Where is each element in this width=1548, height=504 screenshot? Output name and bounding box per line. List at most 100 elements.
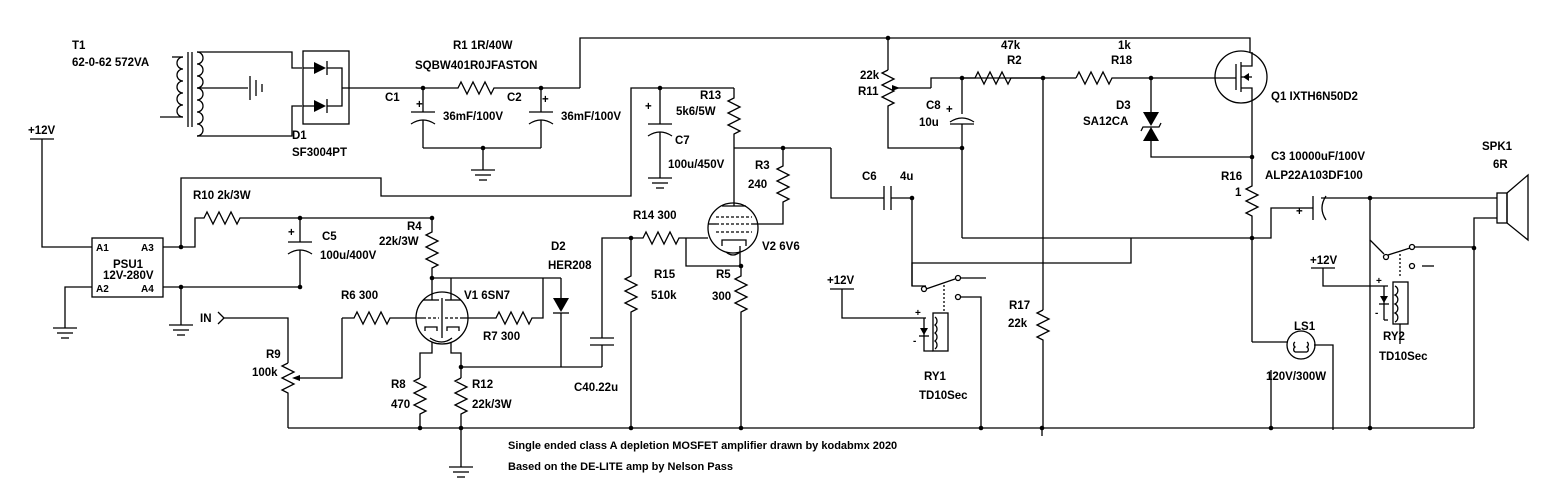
p12v-label-2: +12V <box>827 275 855 287</box>
capacitor-c3: + <box>1296 195 1497 221</box>
lamp-ls1 <box>1286 330 1316 360</box>
capacitor-c1: + <box>410 88 436 148</box>
d3-ref: D3 <box>1116 100 1131 112</box>
capacitor-c4 <box>590 237 631 367</box>
t1-value: 62-0-62 572VA <box>72 57 149 69</box>
resistor-r6 <box>342 310 423 326</box>
r11-value-display: R11 <box>858 86 879 98</box>
r16-ref: R16 <box>1221 171 1242 183</box>
v2-label: V2 6V6 <box>762 241 800 253</box>
v1-ref: V1 <box>464 290 479 302</box>
r14-label: R14 300 <box>633 210 677 222</box>
r2-value: 47k <box>1001 40 1021 52</box>
r6-ref: R6 <box>341 290 356 302</box>
r9-value: 100k <box>252 367 278 379</box>
note-line-1: Single ended class A depletion MOSFET am… <box>508 440 897 452</box>
resistor-r14 <box>631 230 708 246</box>
resistor-r12 <box>453 377 469 467</box>
transformer-t1 <box>160 51 302 137</box>
c8-ref: C8 <box>926 100 941 112</box>
svg-text:A4: A4 <box>141 284 154 295</box>
psu1-module: A1 A2 A3 A4 PSU1 12V-280V <box>91 237 164 298</box>
svg-text:+: + <box>288 227 295 239</box>
ground-symbol <box>449 466 473 478</box>
q1-ref: Q1 <box>1271 91 1287 103</box>
d1-ref: D1 <box>292 130 307 142</box>
r10-label: R10 2k/3W <box>193 190 251 202</box>
potentiometer-r9 <box>280 362 300 428</box>
r10-value: 2k/3W <box>217 190 250 202</box>
psu1-ref: PSU1 <box>113 259 144 271</box>
r1-label: R1 1R/40W <box>453 40 513 52</box>
speaker-spk1 <box>1473 173 1529 428</box>
relay-ry1: + - <box>913 308 949 352</box>
capacitor-c6 <box>883 186 912 210</box>
potentiometer-r11 <box>880 69 962 149</box>
ground-symbol <box>169 324 193 336</box>
resistor-r1 <box>423 80 580 96</box>
note-line-2: Based on the DE-LITE amp by Nelson Pass <box>508 461 733 473</box>
r13-ref: R13 <box>700 90 721 102</box>
r1-ref: R1 <box>453 40 468 52</box>
r17-value: 22k <box>1008 318 1028 330</box>
c7-value: 100u/450V <box>668 159 725 171</box>
r6-label: R6 300 <box>341 290 378 302</box>
d1-value: SF3004PT <box>292 147 347 159</box>
r3-value: 240 <box>748 179 767 191</box>
svg-text:A1: A1 <box>96 243 109 254</box>
tvs-diode-d3 <box>1140 78 1252 158</box>
c3-label: C3 10000uF/100V <box>1271 151 1365 163</box>
r18-value: 1k <box>1118 40 1131 52</box>
mosfet-q1 <box>1214 50 1268 157</box>
d2-ref: D2 <box>551 241 566 253</box>
ry2-value: TD10Sec <box>1379 351 1428 363</box>
svg-text:-: - <box>913 336 916 347</box>
c7-ref: C7 <box>675 135 690 147</box>
svg-text:+: + <box>946 104 953 116</box>
r18-ref: R18 <box>1111 55 1133 67</box>
svg-text:+: + <box>416 99 423 111</box>
resistor-r5 <box>733 266 749 428</box>
r5-ref: R5 <box>716 269 731 281</box>
resistor-r15 <box>623 238 639 428</box>
psu1-value: 12V-280V <box>103 270 154 282</box>
r17-ref: R17 <box>1009 300 1030 312</box>
svg-text:A2: A2 <box>96 284 109 295</box>
resistor-r13 <box>726 88 742 148</box>
r15-value: 510k <box>651 290 677 302</box>
p12v-label-3: +12V <box>1310 255 1338 267</box>
svg-text:+: + <box>1296 206 1303 218</box>
v1-value: 6SN7 <box>481 290 510 302</box>
r1-part: SQBW401R0JFASTON <box>415 60 538 72</box>
input-label[interactable]: IN <box>200 313 212 325</box>
v2-value: 6V6 <box>779 241 799 253</box>
ground-symbol <box>53 327 77 339</box>
r12-value: 22k/3W <box>472 399 512 411</box>
resistor-r17 <box>1035 309 1051 428</box>
d2-value: HER208 <box>548 260 592 272</box>
ls1-ref: LS1 <box>1294 321 1316 333</box>
r14-ref: R14 <box>633 210 655 222</box>
r8-value: 470 <box>391 399 410 411</box>
svg-text:+: + <box>542 94 549 106</box>
resistor-r18 <box>1075 70 1236 86</box>
t1-ref: T1 <box>72 40 86 52</box>
c4-label: C40.22u <box>574 382 618 394</box>
r7-ref: R7 <box>483 331 498 343</box>
c1-value: 36mF/100V <box>443 111 503 123</box>
r4-ref: R4 <box>407 221 422 233</box>
spk1-ref: SPK1 <box>1482 141 1513 153</box>
ground-symbol <box>648 177 672 189</box>
p12v-label-1: +12V <box>28 125 56 137</box>
c8-value: 10u <box>919 117 939 129</box>
r6-value: 300 <box>359 290 378 302</box>
capacitor-c7: + <box>645 88 673 178</box>
r14-value: 300 <box>657 210 676 222</box>
capacitor-c5: + <box>287 218 313 287</box>
c2-ref: C2 <box>507 92 522 104</box>
c3-part: ALP22A103DF100 <box>1265 170 1363 182</box>
resistor-r3 <box>757 148 791 225</box>
resistor-r16 <box>1244 157 1260 342</box>
ry1-ref: RY1 <box>924 371 947 383</box>
